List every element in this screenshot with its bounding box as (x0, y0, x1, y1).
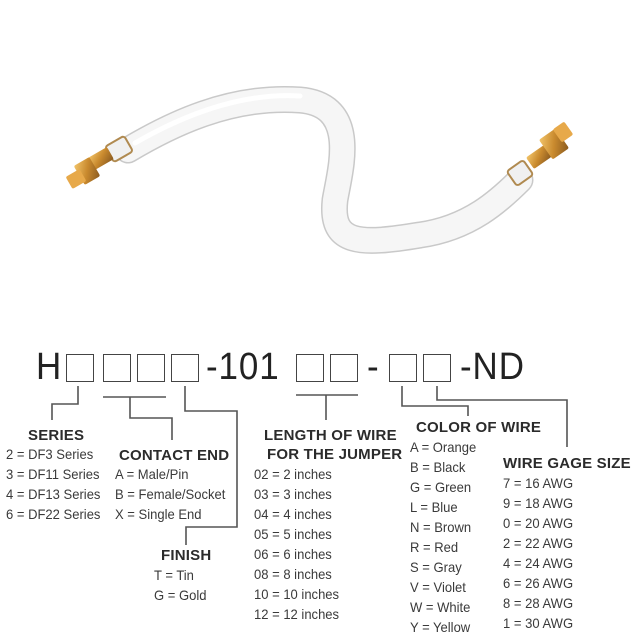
part-prefix: H (36, 346, 63, 388)
series-item: 3 = DF11 Series (6, 466, 100, 482)
length-item: 06 = 6 inches (254, 546, 332, 562)
color-item: S = Gray (410, 559, 462, 575)
finish-box (171, 354, 199, 382)
series-item: 2 = DF3 Series (6, 446, 94, 462)
gage-item: 6 = 26 AWG (503, 575, 574, 591)
color-item: A = Orange (410, 439, 477, 455)
length-box-1 (296, 354, 324, 382)
contact-end-heading: CONTACT END (119, 447, 230, 464)
color-item: Y = Yellow (410, 619, 471, 635)
part-suffix: -ND (460, 346, 525, 388)
length-item: 04 = 4 inches (254, 506, 332, 522)
contact-end-item: X = Single End (115, 506, 202, 522)
color-box (389, 354, 417, 382)
finish-item: G = Gold (154, 587, 207, 603)
color-item: L = Blue (410, 499, 458, 515)
length-box-2 (330, 354, 358, 382)
part-middle: -101 (206, 346, 280, 388)
color-item: R = Red (410, 539, 459, 555)
length-item: 08 = 8 inches (254, 566, 332, 582)
finish-heading: FINISH (161, 547, 212, 564)
color-item: N = Brown (410, 519, 472, 535)
part-separator: - (367, 346, 380, 388)
color-heading: COLOR OF WIRE (416, 419, 542, 436)
gage-item: 8 = 28 AWG (503, 595, 574, 611)
right-contact-icon (506, 122, 573, 186)
series-item: 4 = DF13 Series (6, 486, 101, 502)
length-heading-line2: FOR THE JUMPER (267, 446, 403, 463)
contact-end-box-1 (103, 354, 131, 382)
length-item: 03 = 3 inches (254, 486, 332, 502)
wire-jumper-image (66, 85, 573, 254)
gage-heading: WIRE GAGE SIZE (503, 455, 631, 472)
finish-item: T = Tin (154, 567, 194, 583)
length-item: 10 = 10 inches (254, 586, 340, 602)
color-item: V = Violet (410, 579, 466, 595)
contact-end-item: A = Male/Pin (115, 466, 189, 482)
series-box (66, 354, 94, 382)
gage-box (423, 354, 451, 382)
gage-item: 7 = 16 AWG (503, 475, 574, 491)
length-item: 02 = 2 inches (254, 466, 332, 482)
series-heading: SERIES (28, 427, 85, 444)
length-item: 05 = 5 inches (254, 526, 332, 542)
gage-item: 9 = 18 AWG (503, 495, 574, 511)
left-contact-icon (66, 135, 133, 189)
contact-end-box-2 (137, 354, 165, 382)
color-item: B = Black (410, 459, 466, 475)
contact-end-item: B = Female/Socket (115, 486, 226, 502)
gage-item: 1 = 30 AWG (503, 615, 574, 631)
gage-item: 2 = 22 AWG (503, 535, 574, 551)
length-item: 12 = 12 inches (254, 606, 340, 622)
gage-item: 4 = 24 AWG (503, 555, 574, 571)
series-item: 6 = DF22 Series (6, 506, 101, 522)
color-item: W = White (410, 599, 471, 615)
color-item: G = Green (410, 479, 472, 495)
gage-item: 0 = 20 AWG (503, 515, 574, 531)
length-heading-line1: LENGTH OF WIRE (264, 427, 397, 444)
